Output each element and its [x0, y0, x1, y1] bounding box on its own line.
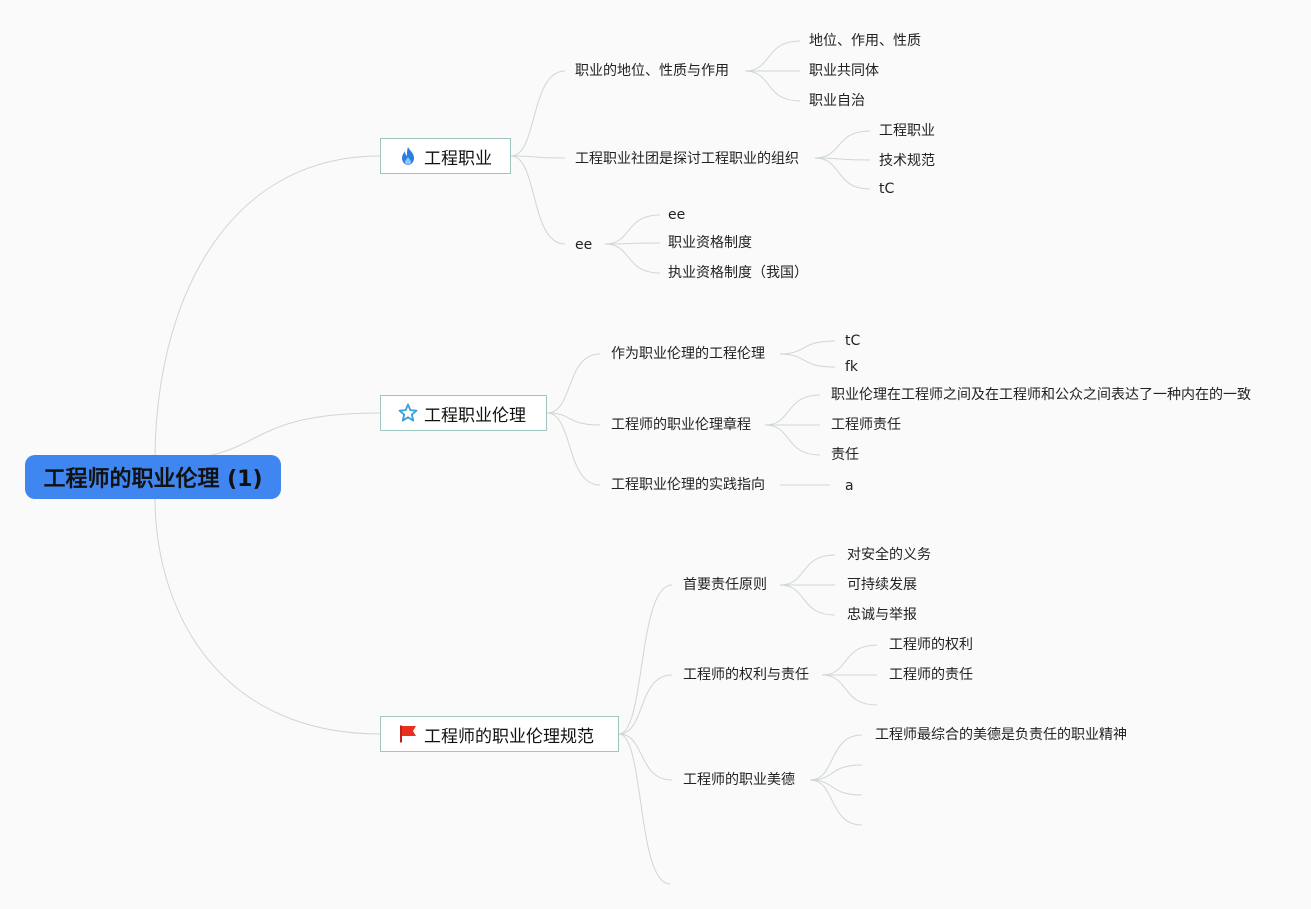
leaf-topic[interactable]: a: [845, 478, 854, 494]
connector-line: [510, 70, 566, 157]
connector-line: [764, 394, 821, 426]
connector-line: [779, 554, 836, 586]
connector-line: [604, 242, 661, 245]
connector-line: [809, 734, 863, 781]
leaf-topic[interactable]: 责任: [831, 447, 859, 463]
connector-line: [546, 412, 601, 486]
connector-line: [546, 353, 601, 414]
leaf-topic[interactable]: 技术规范: [879, 153, 935, 169]
leaf-topic[interactable]: 工程师的责任: [889, 667, 973, 683]
connector-line: [618, 733, 671, 885]
branch-topic-engineering-ethics[interactable]: 工程职业伦理: [380, 395, 547, 431]
leaf-topic[interactable]: 工程师责任: [831, 417, 901, 433]
subtopic[interactable]: 工程职业伦理的实践指向: [611, 477, 765, 493]
connector-line: [779, 340, 836, 355]
leaf-topic[interactable]: 执业资格制度（我国）: [668, 265, 808, 281]
connector-line: [510, 155, 566, 245]
connector-line: [618, 584, 673, 735]
leaf-topic[interactable]: 工程师的权利: [889, 637, 973, 653]
branch-topic-label: 工程职业伦理: [424, 405, 526, 426]
connector-line: [809, 779, 863, 796]
connector-line: [814, 157, 871, 190]
leaf-topic[interactable]: 职业自治: [809, 93, 865, 109]
subtopic[interactable]: 工程师的职业美德: [683, 772, 795, 788]
leaf-topic[interactable]: tC: [879, 181, 895, 197]
leaf-topic[interactable]: fk: [845, 359, 859, 375]
leaf-topic[interactable]: ee: [668, 207, 686, 223]
subtopic[interactable]: 工程师的权利与责任: [683, 667, 809, 683]
connector-line: [744, 70, 801, 102]
leaf-topic[interactable]: 对安全的义务: [847, 547, 931, 563]
leaf-topic[interactable]: 工程职业: [879, 123, 935, 139]
subtopic[interactable]: 作为职业伦理的工程伦理: [611, 346, 765, 362]
branch-topic-ethics-norms[interactable]: 工程师的职业伦理规范: [380, 716, 619, 752]
connector-line: [510, 155, 566, 159]
connector-line: [809, 779, 863, 826]
leaf-topic[interactable]: 忠诚与举报: [847, 607, 917, 623]
connector-root-branch: [154, 155, 381, 461]
leaf-topic[interactable]: 职业伦理在工程师之间及在工程师和公众之间表达了一种内在的一致: [831, 387, 1251, 403]
connector-line: [814, 130, 871, 159]
connector-line: [821, 644, 878, 676]
connector-line: [764, 424, 821, 456]
connector-line: [546, 412, 601, 426]
root-topic[interactable]: 工程师的职业伦理 (1): [25, 455, 281, 499]
connector-line: [779, 584, 836, 616]
branch-topic-engineering-profession[interactable]: 工程职业: [380, 138, 511, 174]
leaf-topic[interactable]: 工程师最综合的美德是负责任的职业精神: [875, 727, 1127, 743]
leaf-topic[interactable]: 可持续发展: [847, 577, 917, 593]
leaf-topic[interactable]: tC: [845, 333, 861, 349]
connector-root-branch: [154, 496, 381, 735]
red-flag-icon: [400, 725, 416, 743]
connector-line: [821, 674, 878, 706]
leaf-topic[interactable]: 职业共同体: [809, 63, 879, 79]
star-icon: [398, 403, 418, 422]
subtopic[interactable]: 工程职业社团是探讨工程职业的组织: [575, 151, 799, 167]
connector-line: [604, 214, 661, 245]
connector-line: [809, 764, 863, 781]
leaf-topic[interactable]: 职业资格制度: [668, 235, 752, 251]
leaf-topic[interactable]: 地位、作用、性质: [809, 33, 921, 49]
subtopic[interactable]: 职业的地位、性质与作用: [575, 63, 729, 79]
subtopic[interactable]: 工程师的职业伦理章程: [611, 417, 751, 433]
connector-line: [779, 353, 836, 368]
connector-line: [618, 674, 673, 735]
connector-line: [618, 733, 673, 781]
fire-icon: [402, 147, 414, 165]
connector-root-branch: [159, 412, 381, 461]
subtopic[interactable]: ee: [575, 237, 593, 253]
branch-topic-label: 工程职业: [424, 148, 492, 169]
connector-line: [604, 243, 661, 274]
subtopic[interactable]: 首要责任原则: [683, 577, 767, 593]
root-topic-label: 工程师的职业伦理 (1): [43, 467, 263, 492]
connector-line: [744, 40, 801, 72]
connector-line: [814, 157, 871, 161]
branch-topic-label: 工程师的职业伦理规范: [424, 726, 594, 747]
